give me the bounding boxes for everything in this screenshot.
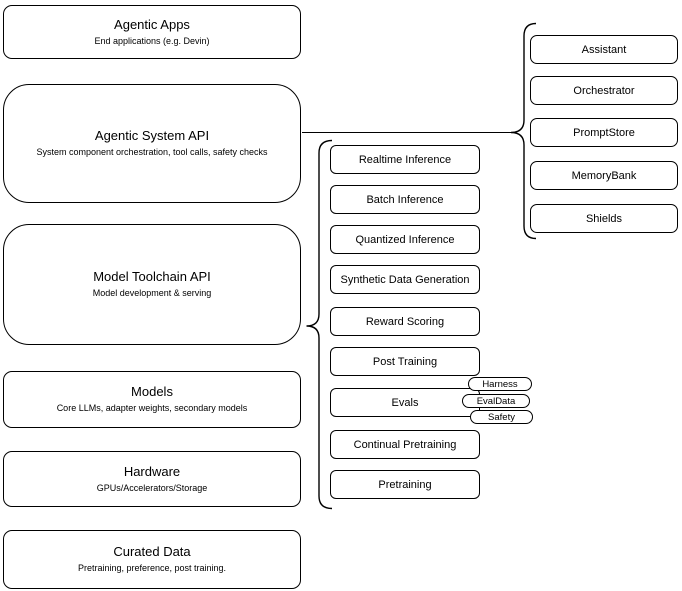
node-label: Evals bbox=[391, 396, 419, 409]
node-title: Model Toolchain API bbox=[93, 269, 211, 285]
tag-label: Safety bbox=[488, 411, 515, 423]
node-subtitle: GPUs/Accelerators/Storage bbox=[96, 482, 208, 493]
node-orchestrator: Orchestrator bbox=[530, 76, 678, 105]
node-quantized-inference: Quantized Inference bbox=[330, 225, 480, 254]
node-label: Assistant bbox=[581, 43, 627, 56]
node-label: Reward Scoring bbox=[365, 315, 445, 328]
node-subtitle: System component orchestration, tool cal… bbox=[36, 147, 268, 158]
node-label: Post Training bbox=[372, 355, 438, 368]
node-batch-inference: Batch Inference bbox=[330, 185, 480, 214]
node-hardware: Hardware GPUs/Accelerators/Storage bbox=[3, 451, 301, 507]
tag-evaldata: EvalData bbox=[462, 394, 530, 408]
node-title: Hardware bbox=[123, 463, 181, 479]
node-label: Realtime Inference bbox=[358, 153, 452, 166]
node-label: Continual Pretraining bbox=[353, 438, 457, 451]
node-evals: Evals bbox=[330, 388, 480, 417]
node-memorybank: MemoryBank bbox=[530, 161, 678, 190]
node-shields: Shields bbox=[530, 204, 678, 233]
tag-harness: Harness bbox=[468, 377, 532, 391]
node-label: Pretraining bbox=[378, 478, 432, 491]
node-label: Shields bbox=[585, 212, 623, 225]
node-title: Agentic Apps bbox=[114, 16, 190, 32]
node-post-training: Post Training bbox=[330, 347, 480, 376]
tag-label: Harness bbox=[482, 378, 518, 390]
node-assistant: Assistant bbox=[530, 35, 678, 64]
node-models: Models Core LLMs, adapter weights, secon… bbox=[3, 371, 301, 428]
node-agentic-apps: Agentic Apps End applications (e.g. Devi… bbox=[3, 5, 301, 59]
node-agentic-system-api: Agentic System API System component orch… bbox=[3, 84, 301, 203]
tag-safety: Safety bbox=[470, 410, 533, 424]
node-title: Curated Data bbox=[113, 544, 191, 560]
node-label: MemoryBank bbox=[571, 169, 637, 182]
node-label: Orchestrator bbox=[573, 84, 635, 97]
node-label: PromptStore bbox=[573, 126, 635, 139]
node-subtitle: Model development & serving bbox=[92, 288, 212, 299]
node-title: Agentic System API bbox=[94, 128, 210, 144]
node-model-toolchain-api: Model Toolchain API Model development & … bbox=[3, 224, 301, 345]
node-title: Models bbox=[131, 384, 173, 400]
node-curated-data: Curated Data Pretraining, preference, po… bbox=[3, 530, 301, 589]
node-realtime-inference: Realtime Inference bbox=[330, 145, 480, 174]
node-label: Synthetic Data Generation bbox=[340, 273, 470, 286]
node-label: Batch Inference bbox=[366, 193, 444, 206]
node-label: Quantized Inference bbox=[355, 233, 455, 246]
node-continual-pretraining: Continual Pretraining bbox=[330, 430, 480, 459]
node-subtitle: End applications (e.g. Devin) bbox=[94, 35, 210, 46]
node-pretraining: Pretraining bbox=[330, 470, 480, 499]
node-synthetic-data-generation: Synthetic Data Generation bbox=[330, 265, 480, 294]
tag-label: EvalData bbox=[476, 395, 516, 407]
node-subtitle: Pretraining, preference, post training. bbox=[77, 563, 227, 574]
toolchain-brace bbox=[306, 139, 333, 510]
node-promptstore: PromptStore bbox=[530, 118, 678, 147]
node-subtitle: Core LLMs, adapter weights, secondary mo… bbox=[56, 403, 248, 414]
node-reward-scoring: Reward Scoring bbox=[330, 307, 480, 336]
